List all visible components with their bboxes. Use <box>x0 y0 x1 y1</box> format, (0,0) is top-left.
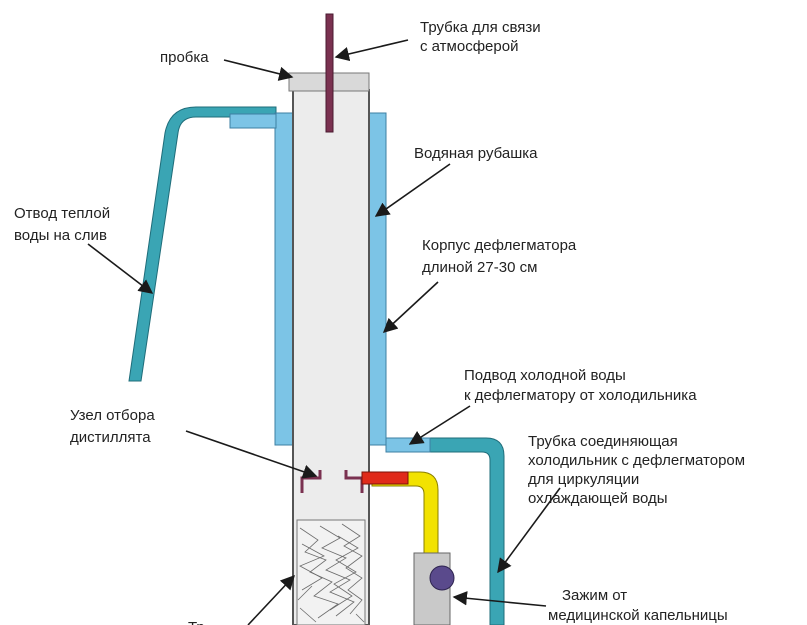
red-take-off-tube <box>361 471 409 485</box>
arrow-jacket <box>374 163 451 217</box>
label-tube-atmosphere: Трубка для связи с атмосферой <box>420 19 545 55</box>
arrow-body <box>382 281 439 333</box>
cold-water-inlet-stub <box>385 437 431 453</box>
cold-water-pipe <box>385 437 505 625</box>
clamp-wheel <box>429 565 455 591</box>
arrow-clamp <box>452 591 547 607</box>
arrow-connecting <box>497 487 561 574</box>
arrow-distillate <box>185 430 318 479</box>
clamp-body <box>413 552 451 625</box>
packing-texture <box>297 523 365 623</box>
arrow-outlet <box>87 243 154 294</box>
label-plug: пробка <box>160 49 209 66</box>
label-body: Корпус дефлегматора длиной 27-30 см <box>422 237 580 276</box>
label-connecting-tube: Трубка соединяющая холодильник с дефлегм… <box>528 433 749 507</box>
label-bottom-cut: Тр <box>188 619 205 625</box>
jacket-outlet-stub <box>229 113 277 129</box>
arrow-atmosphere <box>334 39 409 62</box>
label-water-jacket: Водяная рубашка <box>414 145 538 162</box>
arrow-bottom <box>247 574 295 625</box>
arrow-inlet <box>408 405 471 445</box>
label-clamp: Зажим от медицинской капельницы <box>548 587 728 624</box>
label-cold-water-inlet: Подвод холодной воды к дефлегматору от х… <box>464 367 697 404</box>
leader-arrows <box>87 39 561 625</box>
warm-water-outlet-pipe <box>128 106 277 382</box>
atmosphere-tube <box>325 13 334 133</box>
label-distillate-node: Узел отбора дистиллята <box>70 407 159 446</box>
label-warm-water-outlet: Отвод теплой воды на слив <box>14 205 114 244</box>
arrow-plug <box>223 59 294 81</box>
